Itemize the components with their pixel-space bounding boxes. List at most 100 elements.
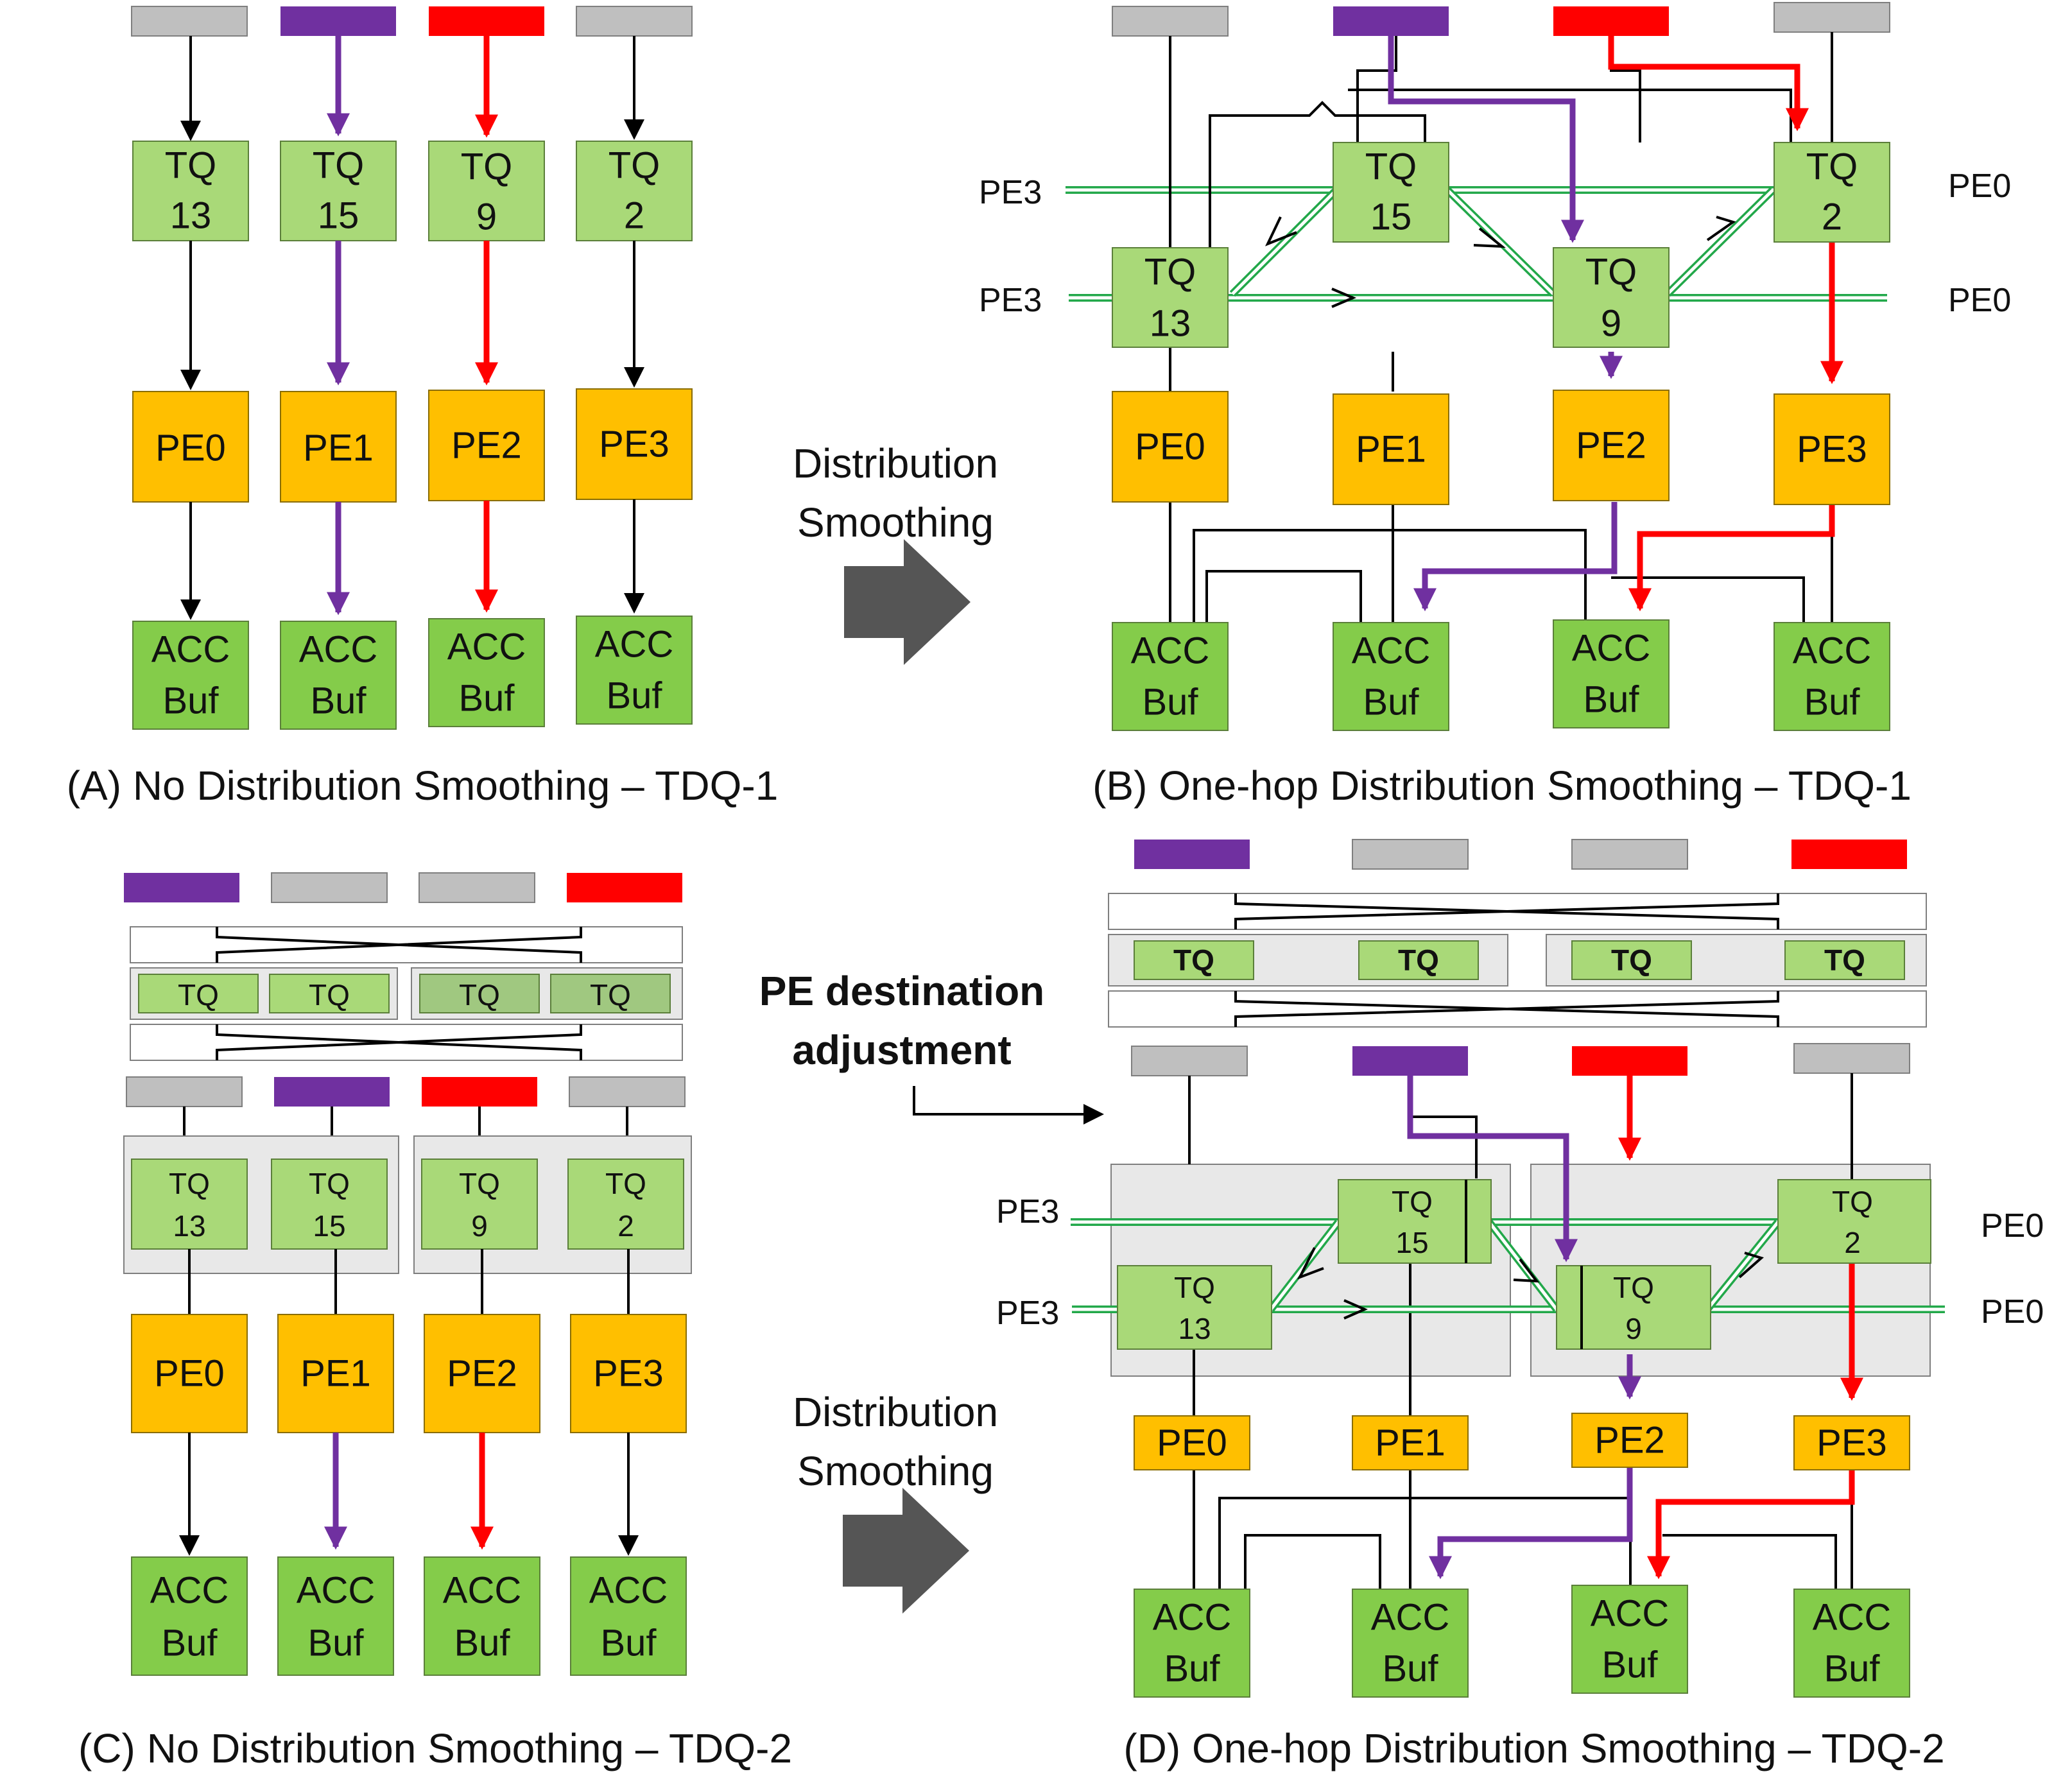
acc-buf-box <box>277 1556 394 1676</box>
pe-label: PE0 <box>1135 426 1205 468</box>
panel-d: TQ TQ TQ TQ <box>996 839 2044 1771</box>
buf-label: Buf <box>307 1623 364 1664</box>
input-bar-red <box>1791 840 1907 869</box>
acc-label: ACC <box>1572 628 1650 669</box>
input-bar-gray <box>1131 1046 1248 1076</box>
tq-label: TQ <box>1365 146 1417 188</box>
acc-buf-box <box>576 616 693 725</box>
acc-buf-box <box>1793 1589 1910 1698</box>
side-label-pe0: PE0 <box>1948 168 2011 205</box>
acc-buf-box <box>1571 1585 1688 1694</box>
buf-label: Buf <box>162 680 219 722</box>
tq-label: TQ <box>459 1167 500 1200</box>
purple-flow <box>1429 1457 1633 1580</box>
tq-label: TQ <box>1173 943 1214 977</box>
pe-label: PE3 <box>1797 429 1867 470</box>
buf-label: Buf <box>1824 1648 1880 1690</box>
acc-label: ACC <box>1153 1597 1231 1639</box>
tq-box <box>1553 247 1670 348</box>
acc-label: ACC <box>297 1570 375 1612</box>
big-right-arrow <box>844 539 971 665</box>
buf-label: Buf <box>161 1623 218 1664</box>
tq-id: 9 <box>1625 1312 1642 1345</box>
pe-label: PE3 <box>1817 1422 1887 1464</box>
acc-label: ACC <box>1793 630 1871 672</box>
tq-id: 9 <box>476 196 497 238</box>
purple-flow <box>1388 36 1584 243</box>
tq-label: TQ <box>313 145 365 187</box>
side-label-pe3: PE3 <box>996 1295 1059 1332</box>
side-label-pe0: PE0 <box>1981 1293 2044 1331</box>
pe-box <box>280 391 397 503</box>
tq-box <box>567 1159 684 1250</box>
pe-label: PE1 <box>303 427 374 469</box>
tq-label: TQ <box>590 978 631 1012</box>
tq-id: 9 <box>471 1209 488 1243</box>
pe-box <box>428 390 545 501</box>
tq-box <box>1358 940 1479 980</box>
acc-buf-box <box>570 1556 687 1676</box>
acc-label: ACC <box>447 626 526 668</box>
buf-label: Buf <box>1601 1644 1658 1686</box>
pe-box <box>1571 1413 1688 1468</box>
panel-b-caption: (B) One-hop Distribution Smoothing – TDQ… <box>1092 762 1912 809</box>
red-flow <box>1608 36 1809 132</box>
tq-box <box>550 974 671 1013</box>
buf-label: Buf <box>1804 682 1860 723</box>
tq-id: 2 <box>1822 196 1842 238</box>
input-bar-purple <box>124 873 239 902</box>
input-bar-red <box>1553 6 1669 36</box>
tq-label: TQ <box>1585 252 1637 293</box>
ring-chevron <box>1297 1247 1324 1280</box>
panel-c: TQ TQ TQ TQ TQ 13 TQ 15 TQ 9 TQ 2 <box>78 872 792 1771</box>
tq-box <box>271 1159 388 1250</box>
side-label-pe3: PE3 <box>996 1193 1059 1230</box>
pe-box <box>1352 1415 1469 1470</box>
smoothing-line2: Smoothing <box>797 1448 994 1494</box>
tq-id: 13 <box>170 195 212 237</box>
tq-box <box>1777 1179 1931 1264</box>
input-bar-gray <box>271 872 388 903</box>
tq-box <box>138 974 259 1013</box>
tq-box <box>428 141 545 241</box>
input-bar-gray <box>1774 2 1890 33</box>
acc-buf-box <box>280 621 397 730</box>
tq-id: 15 <box>1395 1226 1428 1259</box>
pe-box <box>1333 393 1449 505</box>
acc-label: ACC <box>1371 1597 1449 1639</box>
pe-box <box>570 1314 687 1433</box>
crossbar-wires <box>216 927 582 963</box>
acc-label: ACC <box>443 1570 521 1612</box>
tq-box <box>419 974 540 1013</box>
acc-buf-box <box>1112 622 1229 731</box>
pe-label: PE1 <box>1375 1422 1446 1464</box>
tq-box <box>1784 940 1905 980</box>
panel-a-caption: (A) No Distribution Smoothing – TDQ-1 <box>67 762 779 809</box>
ring-chevron <box>1331 288 1357 308</box>
acc-label: ACC <box>589 1570 668 1612</box>
buf-label: Buf <box>1164 1648 1220 1690</box>
pe-box <box>576 388 693 500</box>
crossbar <box>130 1024 683 1061</box>
input-bar-red <box>1572 1046 1687 1076</box>
tq-box <box>1774 142 1890 243</box>
ring-chevron <box>1264 216 1297 246</box>
tq-box <box>1112 247 1229 348</box>
acc-label: ACC <box>1352 630 1430 672</box>
acc-label: ACC <box>1591 1593 1669 1635</box>
ring-chevron <box>1738 1252 1764 1279</box>
pe-label: PE0 <box>1157 1422 1227 1464</box>
acc-buf-box <box>131 1556 248 1676</box>
tq-label: TQ <box>1174 1271 1215 1304</box>
side-label-pe3: PE3 <box>979 282 1042 319</box>
acc-buf-box <box>1774 622 1890 731</box>
crossbar-wires <box>1234 893 1779 929</box>
tq-label: TQ <box>459 978 500 1012</box>
purple-flow <box>1407 1076 1578 1262</box>
buf-label: Buf <box>1363 682 1419 723</box>
pe-label: PE2 <box>451 425 522 467</box>
panel-a: TQ 13 TQ 15 TQ 9 TQ 2 PE0 PE1 PE2 PE3 AC… <box>67 6 779 809</box>
tq-label: TQ <box>1806 146 1858 188</box>
input-bar-gray <box>1571 839 1688 870</box>
pe-label: PE1 <box>1356 429 1426 470</box>
